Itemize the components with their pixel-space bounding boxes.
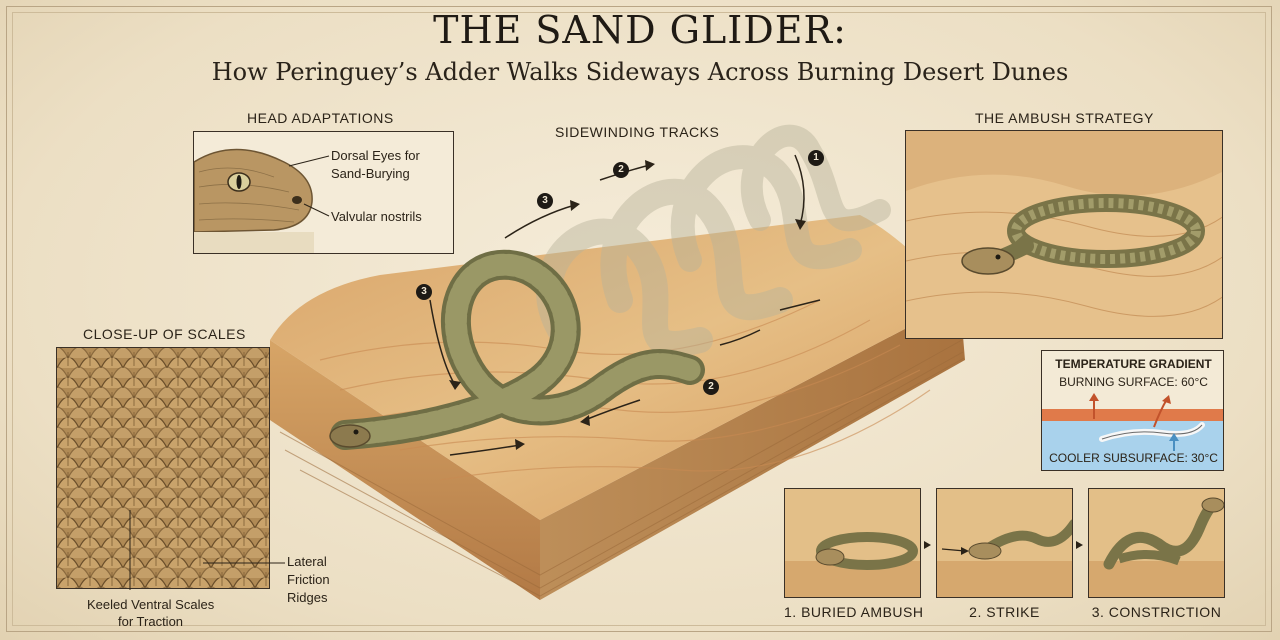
track-step-marker: 3: [537, 193, 553, 209]
label-lateral: Lateral: [287, 554, 327, 569]
page-subtitle: How Peringuey’s Adder Walks Sideways Acr…: [211, 58, 1069, 86]
subsurface-temp: COOLER SUBSURFACE: 30°C: [1049, 451, 1218, 465]
sequence-panel-2: [936, 488, 1073, 598]
head-adaptations-heading: HEAD ADAPTATIONS: [247, 110, 394, 126]
sequence-label-3: 3. CONSTRICTION: [1091, 604, 1222, 620]
scales-panel: [56, 347, 270, 589]
page-title: THE SAND GLIDER:: [433, 8, 847, 52]
label-nostrils: Valvular nostrils: [331, 209, 422, 224]
track-step-marker: 2: [703, 379, 719, 395]
tracks-heading: SIDEWINDING TRACKS: [555, 124, 720, 140]
snake-head-illustration: [194, 148, 330, 253]
hot-surface-band: [1042, 409, 1223, 421]
track-step-marker: 2: [613, 162, 629, 178]
buried-ambush-illustration: [785, 532, 920, 597]
label-friction: Friction: [287, 572, 330, 587]
label-keeled-1: Keeled Ventral Scales: [87, 597, 215, 612]
head-adaptations-panel: Dorsal Eyes for Sand-Burying Valvular no…: [193, 131, 454, 254]
label-keeled-2: for Traction: [118, 614, 184, 629]
temperature-panel: TEMPERATURE GRADIENT BURNING SURFACE: 60…: [1041, 350, 1224, 471]
snake-head: [329, 424, 371, 448]
sequence-panel-1: [784, 488, 921, 598]
main-snake: [330, 249, 705, 450]
temperature-illustration: [1089, 393, 1205, 451]
ambush-illustration: [906, 171, 1222, 338]
scales-pattern: [57, 348, 269, 588]
sequence-label-1: 1. BURIED AMBUSH: [784, 604, 924, 620]
label-dorsal-eyes-2: Sand-Burying: [331, 166, 410, 181]
ambush-heading: THE AMBUSH STRATEGY: [975, 110, 1154, 126]
label-dorsal-eyes-1: Dorsal Eyes for: [331, 148, 420, 163]
ambush-panel: [905, 130, 1223, 339]
track-step-marker: 1: [808, 150, 824, 166]
dune-left-face: [270, 340, 540, 600]
strike-illustration: [937, 519, 1072, 597]
constriction-illustration: [1089, 497, 1224, 597]
temperature-heading: TEMPERATURE GRADIENT: [1055, 357, 1212, 371]
scales-heading: CLOSE-UP OF SCALES: [83, 326, 246, 342]
surface-temp: BURNING SURFACE: 60°C: [1059, 375, 1208, 389]
sequence-panel-3: [1088, 488, 1225, 598]
label-ridges: Ridges: [287, 590, 328, 605]
sequence-label-2: 2. STRIKE: [969, 604, 1040, 620]
track-step-marker: 3: [416, 284, 432, 300]
